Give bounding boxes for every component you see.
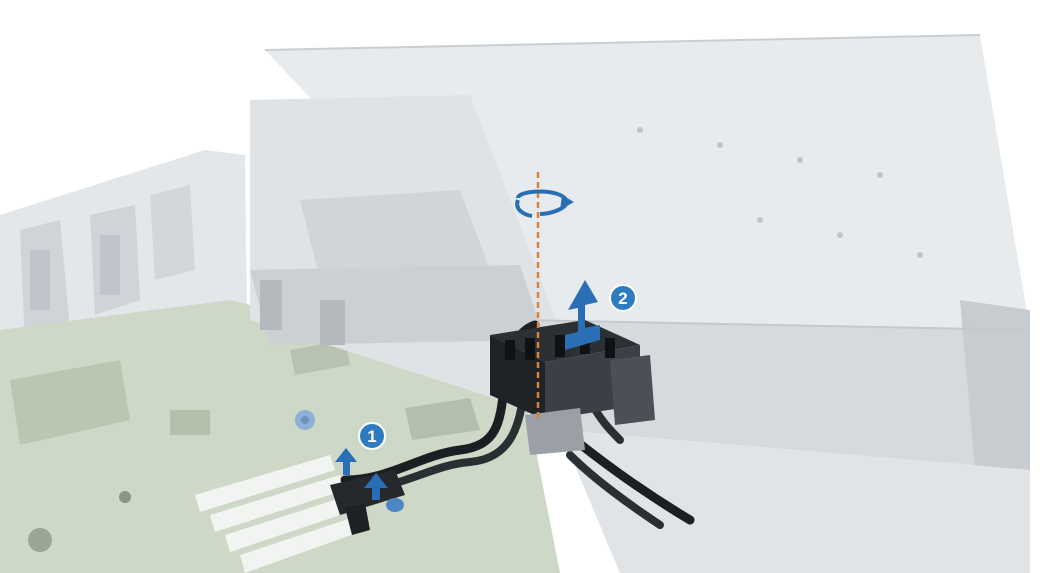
callout-1: 1 — [358, 422, 386, 450]
callout-2: 2 — [609, 284, 637, 312]
drive-cage — [250, 34, 1031, 573]
up-arrow-icon — [335, 448, 357, 475]
callout-1-label: 1 — [367, 427, 376, 446]
board-cable-connector — [330, 470, 405, 535]
up-arrow-icon — [364, 473, 388, 500]
rotate-icon — [515, 189, 574, 218]
callout-2-label: 2 — [618, 289, 627, 308]
up-arrow-icon — [565, 280, 600, 350]
